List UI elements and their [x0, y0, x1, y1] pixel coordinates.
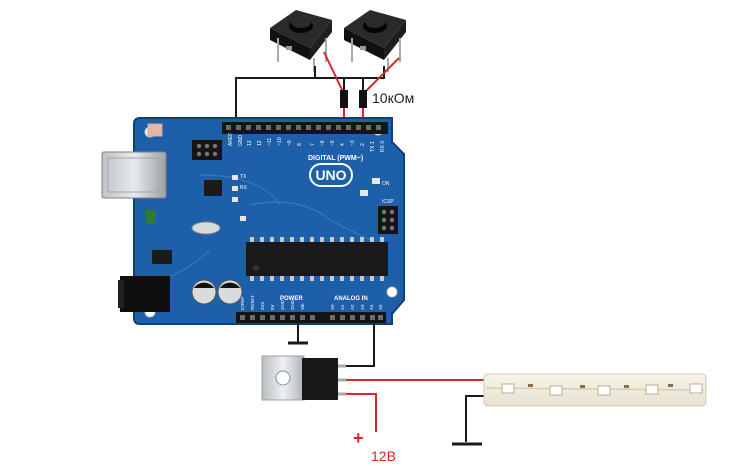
pin-4-label: 4 [340, 143, 346, 146]
pin-6-label: ~6 [320, 140, 326, 146]
reset-label: RESET [250, 295, 255, 310]
reset-button [147, 123, 163, 137]
icsp-label: ICSP [382, 199, 394, 205]
on-label: ON [382, 181, 390, 187]
power-label: POWER [280, 296, 303, 302]
led-icon [645, 384, 659, 395]
a0-label: A0 [330, 304, 335, 310]
led-icon [501, 383, 515, 394]
ioref-label: IOREF [240, 296, 245, 310]
crystal-icon [191, 221, 221, 235]
wire-pwm-to-gate [340, 322, 375, 367]
vin-label: Vin [300, 303, 305, 310]
pin-12-label: 12 [257, 140, 263, 146]
gnd1-label: GND [280, 299, 285, 310]
wire-strip-gnd [452, 395, 488, 446]
icsp-header-top [192, 140, 222, 160]
tx-label: TX [240, 174, 247, 180]
resistor-value-label: 10кОм [372, 90, 415, 106]
a3-label: A3 [360, 304, 365, 310]
wire-12v-to-source [346, 393, 377, 432]
led-icon [597, 385, 611, 396]
a4-label: A4 [369, 304, 374, 310]
gnd2-label: GND [290, 299, 295, 310]
arduino-uno-board: AREF GND 13 12 ~11 ~10 ~9 8 7 ~6 ~5 4 ~3… [101, 117, 405, 325]
pin-0-label: RX 0 [380, 141, 386, 152]
wire-gnd-to-mosfet [288, 322, 308, 345]
pin-7-label: 7 [310, 143, 316, 146]
plus-sign-label: + [353, 428, 364, 448]
a5-label: A5 [378, 304, 383, 310]
resistor-1 [340, 78, 348, 108]
digital-pwm-label: DIGITAL (PWM~) [308, 155, 363, 162]
pin-11-label: ~11 [267, 138, 273, 146]
pin-10-label: ~10 [277, 137, 283, 146]
a2-label: A2 [350, 304, 355, 310]
digital-header [222, 122, 388, 134]
pin-5-label: ~5 [330, 140, 336, 146]
power-analog-header [236, 312, 386, 323]
usb-connector [101, 151, 167, 199]
pin-9-label: ~9 [287, 140, 293, 146]
rx-label: RX [240, 185, 248, 191]
led-icon [689, 383, 703, 394]
resistor-2 [359, 78, 367, 108]
5v-label: 5V [270, 304, 275, 310]
icsp-header-right [378, 206, 398, 234]
pin-1-label: TX 1 [370, 141, 376, 152]
wire-gnd-buttons [235, 66, 385, 128]
push-button-1 [270, 10, 332, 72]
uno-logo: UNO [309, 163, 353, 187]
pin-2-label: 2 [360, 143, 366, 146]
a1-label: A1 [340, 304, 345, 310]
led-icon [549, 385, 563, 396]
led-strip [483, 373, 707, 407]
uno-logo-text: UNO [315, 167, 346, 183]
mosfet-transistor [261, 355, 346, 401]
gnd-label: GND [238, 135, 244, 147]
3v3-label: 3V3 [260, 301, 265, 310]
aref-label: AREF [228, 133, 234, 146]
pin-13-label: 13 [247, 140, 253, 146]
atmega-microcontroller [246, 237, 388, 281]
dc-power-jack [120, 276, 170, 312]
pin-3-label: ~3 [350, 140, 356, 146]
pin-8-label: 8 [297, 143, 303, 146]
push-button-2 [344, 10, 406, 72]
supply-voltage-label: 12В [371, 448, 396, 464]
analog-in-label: ANALOG IN [334, 296, 368, 302]
